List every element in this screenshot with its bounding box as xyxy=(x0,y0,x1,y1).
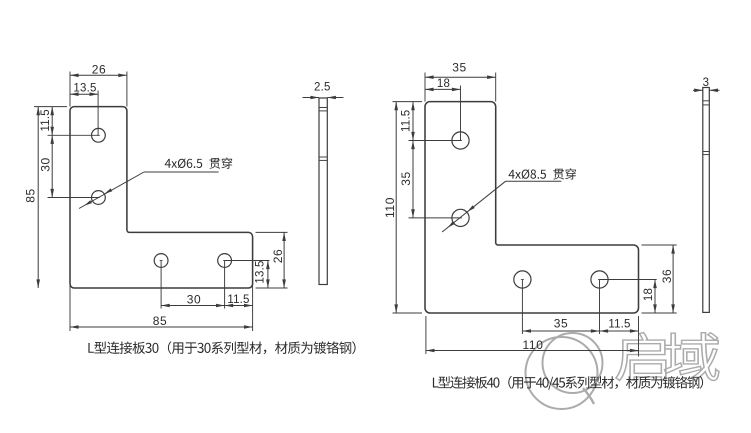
svg-text:85: 85 xyxy=(153,314,168,328)
svg-text:26: 26 xyxy=(271,249,285,264)
svg-text:35: 35 xyxy=(554,317,569,331)
svg-text:36: 36 xyxy=(660,269,674,284)
svg-text:110: 110 xyxy=(523,338,544,352)
svg-text:11.5: 11.5 xyxy=(401,110,413,132)
svg-text:30: 30 xyxy=(38,157,52,172)
svg-text:13.5: 13.5 xyxy=(73,82,96,94)
svg-text:11.5: 11.5 xyxy=(227,294,249,306)
svg-text:35: 35 xyxy=(399,171,413,186)
svg-text:26: 26 xyxy=(92,62,107,76)
svg-text:11.5: 11.5 xyxy=(40,109,52,131)
svg-text:85: 85 xyxy=(23,188,37,203)
svg-text:2.5: 2.5 xyxy=(314,81,331,93)
svg-text:110: 110 xyxy=(383,197,397,218)
svg-text:30: 30 xyxy=(187,292,202,306)
svg-text:18: 18 xyxy=(643,288,655,301)
svg-text:3: 3 xyxy=(703,77,709,89)
svg-text:11.5: 11.5 xyxy=(608,319,630,331)
svg-text:35: 35 xyxy=(452,60,467,74)
svg-text:13.5: 13.5 xyxy=(255,260,267,283)
svg-text:18: 18 xyxy=(437,78,450,90)
